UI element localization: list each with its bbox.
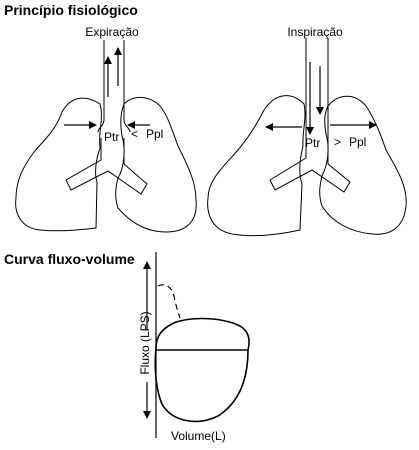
expiration-label: Expiração — [85, 25, 139, 39]
expiration-lung-diagram: Expiração Ptr < Ppl — [15, 25, 197, 233]
left-lung-outline-insp — [207, 95, 306, 237]
dashed-peak-flow-curve — [157, 284, 181, 319]
inspiration-airway — [269, 38, 351, 193]
x-axis-label: Volume(L) — [171, 429, 226, 443]
flow-volume-curve: Fluxo (LPS) Volume(L) — [138, 252, 250, 443]
y-axis-label: Fluxo (LPS) — [138, 311, 152, 374]
right-lung-outline-insp — [319, 95, 407, 235]
inspiration-lung-diagram: Inspiração Ptr > Ppl — [207, 25, 407, 237]
flow-volume-loop — [154, 317, 250, 423]
section-title-physiological-principle: Princípio fisiológico — [4, 2, 138, 18]
insp-ppl-label: Ppl — [349, 135, 366, 149]
right-lung-outline — [115, 97, 197, 233]
left-lung-outline — [15, 97, 102, 232]
exp-sign: < — [131, 127, 138, 141]
expiration-airway — [65, 40, 148, 195]
inspiration-label: Inspiração — [287, 25, 343, 39]
exp-ptr-label: Ptr — [104, 130, 119, 144]
exp-ppl-label: Ppl — [146, 127, 163, 141]
section-title-flow-volume-curve: Curva fluxo-volume — [4, 251, 135, 267]
insp-ptr-label: Ptr — [305, 136, 320, 150]
insp-sign: > — [334, 135, 341, 149]
